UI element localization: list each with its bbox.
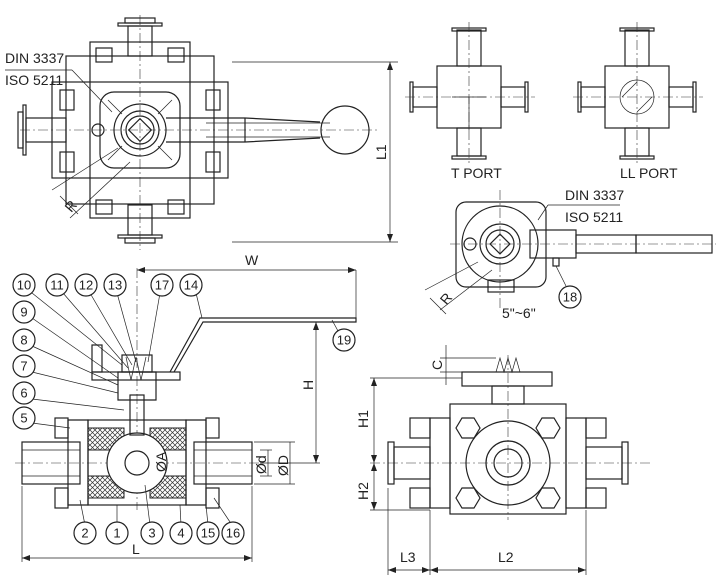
part-balloon-10: 10 xyxy=(12,273,36,297)
side-view xyxy=(370,345,650,575)
detail-din-label: DIN 3337 xyxy=(565,187,624,203)
balloon-number: 1 xyxy=(113,526,120,541)
balloon-circle xyxy=(45,273,69,297)
part-balloon-5: 5 xyxy=(12,406,36,430)
part-balloon-13: 13 xyxy=(103,273,127,297)
t-port-view xyxy=(405,22,535,165)
balloon-circle xyxy=(332,328,356,352)
top-view-din-label: DIN 3337 xyxy=(5,50,64,66)
dim-w-label: W xyxy=(245,252,259,268)
balloon-number: 13 xyxy=(108,278,122,293)
part-balloon-16: 16 xyxy=(221,521,245,545)
balloon-circle xyxy=(105,521,129,545)
balloon-number: 15 xyxy=(201,526,215,541)
balloon-circle xyxy=(558,285,582,309)
balloon-circle xyxy=(12,273,36,297)
dim-l2-label: L2 xyxy=(498,549,514,565)
ll-port-view xyxy=(573,22,703,165)
part-balloon-11: 11 xyxy=(45,273,69,297)
balloon-number: 10 xyxy=(17,278,31,293)
part-balloon-4: 4 xyxy=(169,521,193,545)
balloon-circle xyxy=(221,521,245,545)
dim-l1-label: L1 xyxy=(373,144,389,160)
balloon-circle xyxy=(103,273,127,297)
t-port-label: T PORT xyxy=(451,165,502,181)
balloon-circle xyxy=(150,273,174,297)
balloon-number: 17 xyxy=(155,278,169,293)
balloon-circle xyxy=(12,406,36,430)
dim-outer-d-label: ØD xyxy=(275,455,291,476)
detail-radius-label: R xyxy=(437,290,456,308)
balloon-number: 14 xyxy=(184,278,198,293)
part-balloon-6: 6 xyxy=(12,381,36,405)
balloon-number: 6 xyxy=(20,386,27,401)
top-view xyxy=(5,15,398,250)
handle-detail-view xyxy=(424,190,716,315)
balloon-circle xyxy=(12,354,36,378)
part-balloon-2: 2 xyxy=(73,521,97,545)
part-balloon-3: 3 xyxy=(140,521,164,545)
detail-angle-label: 5"~6" xyxy=(502,305,536,321)
balloon-number: 3 xyxy=(148,526,155,541)
balloon-circle xyxy=(12,328,36,352)
part-balloon-9: 9 xyxy=(12,300,36,324)
balloon-number: 7 xyxy=(20,359,27,374)
balloon-circle xyxy=(196,521,220,545)
balloon-number: 2 xyxy=(81,526,88,541)
part-balloon-14: 14 xyxy=(179,273,203,297)
dim-h2-label: H2 xyxy=(355,482,371,500)
balloon-number: 12 xyxy=(79,278,93,293)
dim-l3-label: L3 xyxy=(400,549,416,565)
dim-bore-d-label: Ød xyxy=(253,455,269,474)
balloon-number: 9 xyxy=(20,305,27,320)
balloon-circle xyxy=(12,300,36,324)
part-balloon-15: 15 xyxy=(196,521,220,545)
balloon-number: 19 xyxy=(337,333,351,348)
top-view-iso-label: ISO 5211 xyxy=(5,72,63,88)
part-balloon-1: 1 xyxy=(105,521,129,545)
balloon-circle xyxy=(140,521,164,545)
balloon-number: 8 xyxy=(20,333,27,348)
part-balloon-17: 17 xyxy=(150,273,174,297)
dim-c-label: C xyxy=(429,360,445,370)
balloon-number: 18 xyxy=(563,290,577,305)
detail-iso-label: ISO 5211 xyxy=(565,209,623,225)
dim-h1-label: H1 xyxy=(355,410,371,428)
balloon-circle xyxy=(74,273,98,297)
dim-h-label: H xyxy=(300,380,316,390)
balloon-circle xyxy=(12,381,36,405)
balloon-circle xyxy=(179,273,203,297)
balloon-circle xyxy=(73,521,97,545)
part-balloon-7: 7 xyxy=(12,354,36,378)
section-view xyxy=(15,267,357,562)
dim-l-label: L xyxy=(132,541,140,557)
ll-port-label: LL PORT xyxy=(620,165,678,181)
part-balloon-8: 8 xyxy=(12,328,36,352)
balloon-number: 5 xyxy=(20,411,27,426)
part-balloon-19: 19 xyxy=(332,328,356,352)
balloon-number: 16 xyxy=(226,526,240,541)
part-balloon-12: 12 xyxy=(74,273,98,297)
balloon-number: 11 xyxy=(50,278,64,293)
part-balloon-18: 18 xyxy=(558,285,582,309)
dim-bore-a-label: ØA xyxy=(153,451,169,472)
balloon-number: 4 xyxy=(177,526,184,541)
balloon-circle xyxy=(169,521,193,545)
